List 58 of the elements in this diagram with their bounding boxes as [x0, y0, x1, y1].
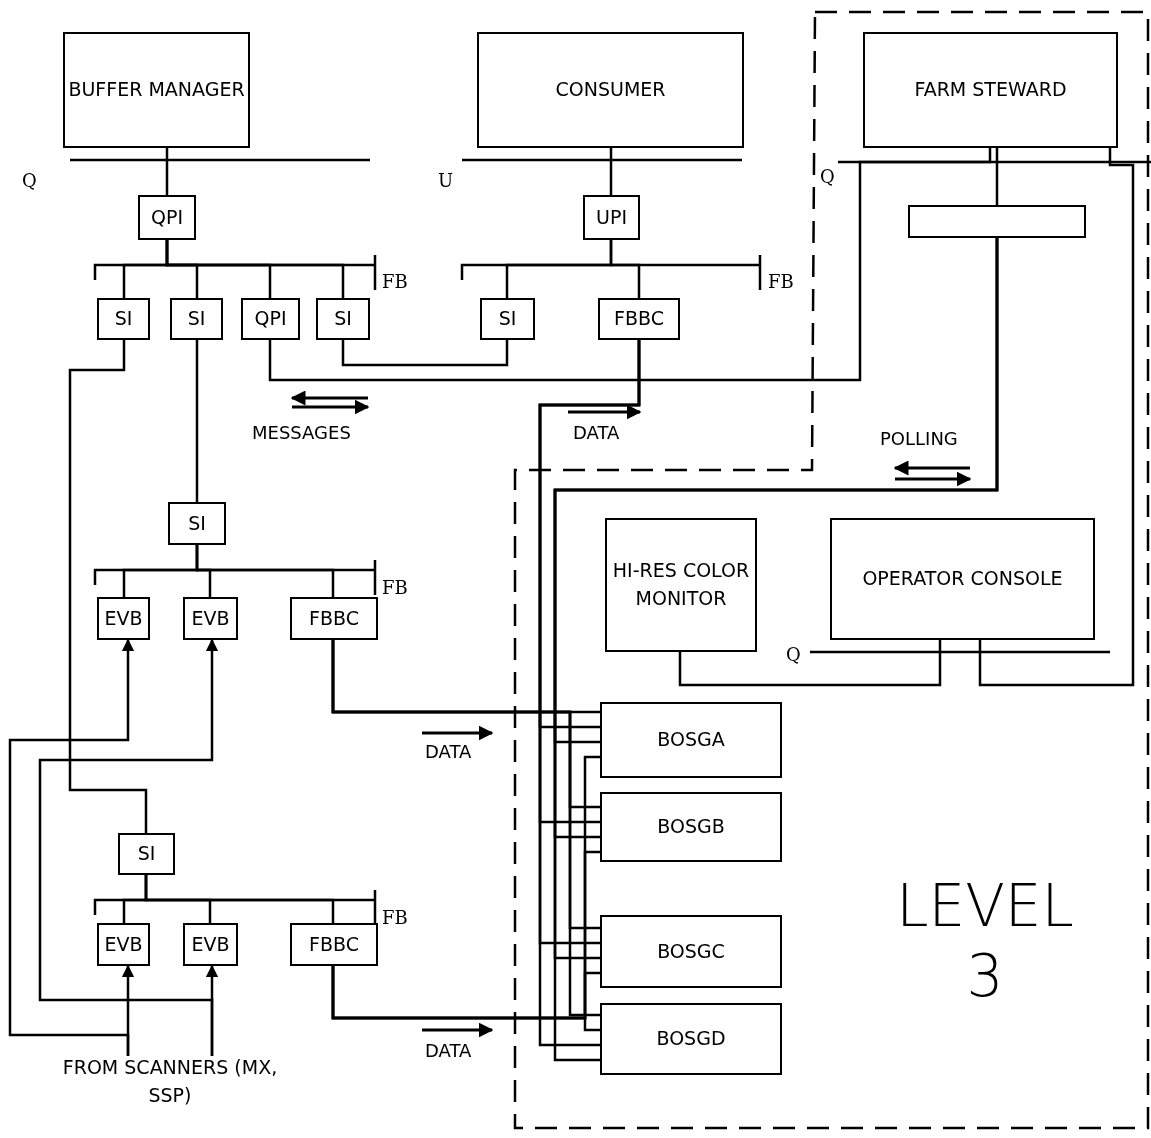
- module-box: SI: [97, 298, 150, 340]
- connector-line: [609, 148, 613, 195]
- module-box: BUFFER MANAGER: [63, 32, 250, 148]
- module-box: SI: [170, 298, 223, 340]
- bus-label: FB: [382, 271, 408, 292]
- module-box: SI: [168, 502, 226, 545]
- signal-label: DATA: [425, 741, 472, 762]
- signal-label: DATA: [573, 422, 620, 443]
- bus-label: U: [438, 170, 454, 191]
- signal-label: POLLING: [880, 428, 958, 449]
- module-box: FBBC: [290, 597, 378, 640]
- interface-box: [908, 205, 1086, 238]
- module-box: BOSGB: [600, 792, 782, 862]
- module-box: BOSGC: [600, 915, 782, 988]
- signal-label: MESSAGES: [252, 422, 351, 443]
- module-box: EVB: [97, 597, 150, 640]
- connector-line: [165, 148, 169, 195]
- bus-label: FB: [382, 577, 408, 598]
- arrow: [38, 638, 219, 1056]
- connector-line: [995, 148, 999, 205]
- bus-label: Q: [786, 644, 801, 665]
- module-box: OPERATOR CONSOLE: [830, 518, 1095, 640]
- module-box: CONSUMER: [477, 32, 744, 148]
- module-box: BOSGD: [600, 1003, 782, 1075]
- connector-line: [331, 966, 600, 1032]
- bus-label: FB: [768, 271, 794, 292]
- connector-line: [144, 875, 335, 923]
- module-box: SI: [480, 298, 535, 340]
- module-box: HI-RES COLOR MONITOR: [605, 518, 757, 652]
- module-box: FBBC: [290, 923, 378, 966]
- connector-line: [978, 148, 1135, 687]
- arrow: [8, 638, 135, 1056]
- module-box: QPI: [241, 298, 300, 340]
- module-box: SI: [316, 298, 370, 340]
- connector-line: [68, 340, 148, 833]
- connector-line: [195, 545, 335, 597]
- module-box: QPI: [138, 195, 196, 240]
- module-box: UPI: [583, 195, 640, 240]
- source-label: FROM SCANNERS (MX, SSP): [40, 1056, 300, 1108]
- connector-line: [165, 240, 345, 298]
- bus-label: Q: [820, 166, 835, 187]
- bus-label: Q: [22, 170, 37, 191]
- connector-line: [331, 640, 600, 1017]
- module-box: EVB: [183, 923, 238, 966]
- connector-line: [268, 148, 992, 382]
- bus-label: FB: [382, 907, 408, 928]
- region-title: LEVEL 3: [895, 872, 1075, 1012]
- module-box: FARM STEWARD: [863, 32, 1118, 148]
- module-box: EVB: [97, 923, 150, 966]
- connector-line: [609, 240, 641, 298]
- module-box: BOSGA: [600, 702, 782, 778]
- signal-label: DATA: [425, 1040, 472, 1061]
- connector-line: [678, 640, 942, 687]
- module-box: FBBC: [598, 298, 680, 340]
- module-box: SI: [118, 833, 175, 875]
- connector-line: [341, 340, 509, 367]
- connector-line: [195, 340, 199, 502]
- module-box: EVB: [183, 597, 238, 640]
